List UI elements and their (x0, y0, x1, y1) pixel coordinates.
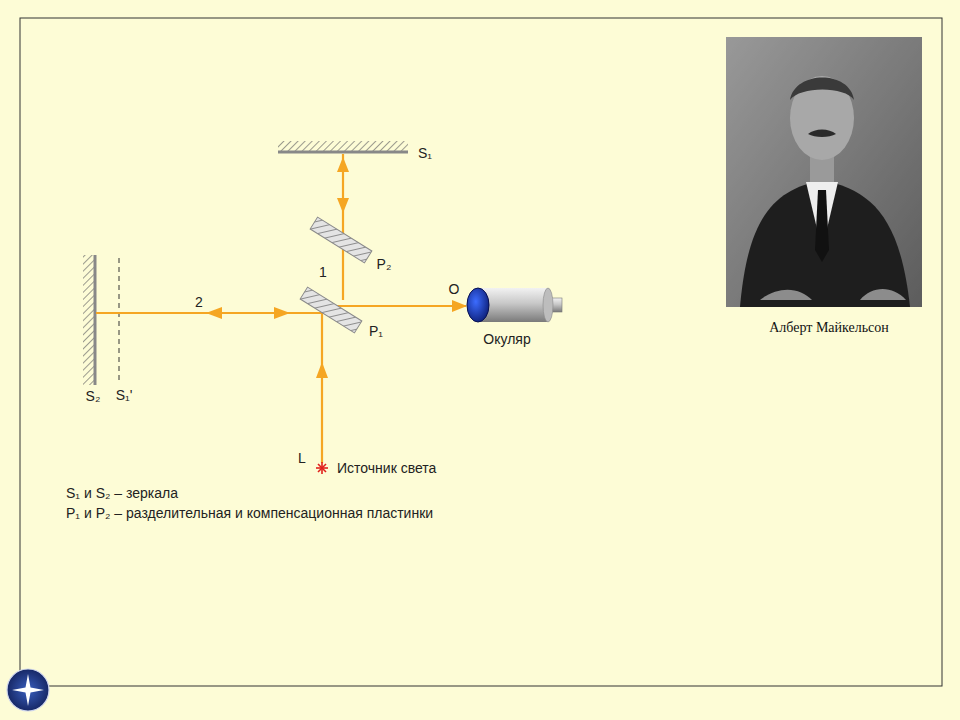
logo (7, 669, 49, 711)
mirror-label: S₂ (86, 388, 101, 404)
compensating-plate (310, 217, 372, 263)
output-label: O (449, 281, 460, 297)
image-mirror (119, 258, 120, 383)
portrait-caption: Алберт Майкельсон (769, 320, 889, 336)
plate-label: P₁ (369, 323, 383, 339)
mirror-s1 (278, 141, 408, 152)
arrowheads (206, 157, 467, 378)
plate-label: P₂ (377, 256, 392, 272)
source-label: L (298, 450, 306, 466)
legend-note: S₁ и S₂ – зеркала (66, 485, 178, 501)
light-beams (96, 154, 466, 463)
mirror-s2 (83, 255, 95, 385)
eyepiece (467, 288, 562, 322)
portrait-photo (726, 37, 922, 307)
beam-number: 2 (195, 294, 203, 310)
frame (20, 18, 942, 686)
mirror-label: S₁ (418, 145, 432, 161)
mirror-label: S₁' (116, 387, 133, 403)
beam-number: 1 (319, 264, 327, 280)
beam-splitter (300, 287, 362, 333)
eyepiece-label: Окуляр (483, 331, 530, 347)
legend-note: P₁ и P₂ – разделительная и компенсационн… (66, 505, 433, 521)
source-label: Источник света (337, 460, 436, 476)
light-source (316, 462, 328, 474)
